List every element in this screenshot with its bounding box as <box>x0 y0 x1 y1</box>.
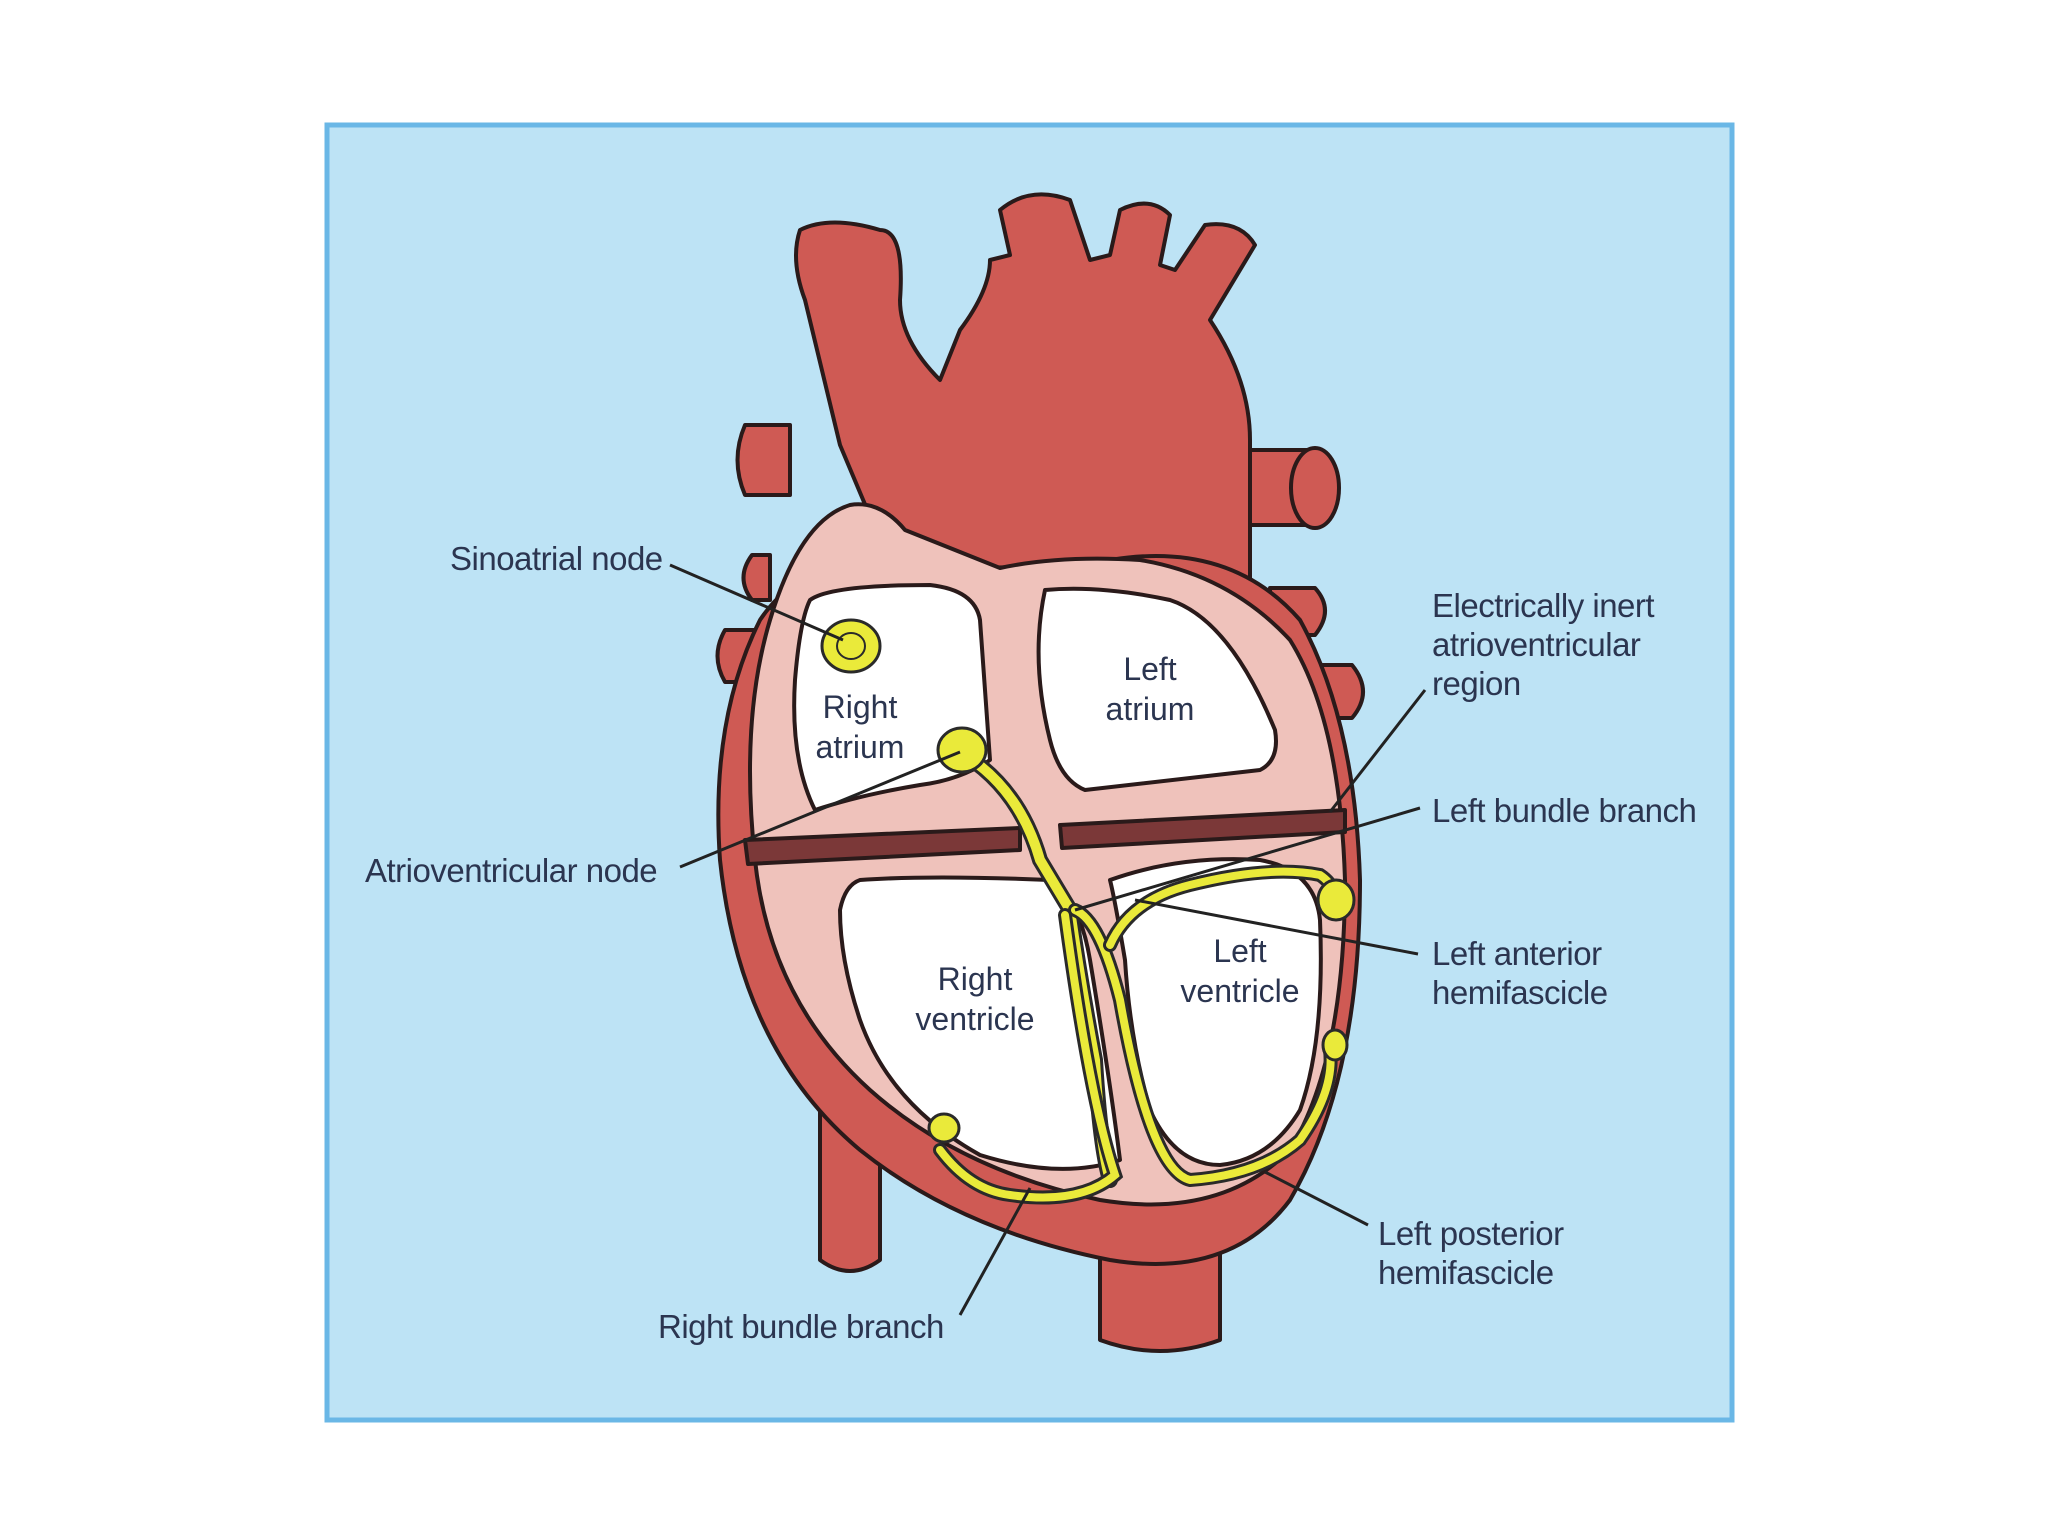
sinoatrial-node-inner <box>836 632 866 660</box>
label-electrically-inert-1: Electrically inert <box>1432 587 1654 624</box>
right-atrium-label-1: Right <box>823 689 898 725</box>
label-left-posterior-2: hemifascicle <box>1378 1254 1554 1291</box>
left-atrium-label-2: atrium <box>1106 691 1195 727</box>
label-atrioventricular-node: Atrioventricular node <box>365 852 657 889</box>
pulmonary-vein-left-2 <box>741 553 772 602</box>
inert-av-band-left <box>743 826 1022 866</box>
chamber-labels: Right atrium Left atrium Right ventricle… <box>816 651 1300 1037</box>
pulmonary-artery-opening <box>1289 446 1341 530</box>
leader-left-posterior <box>1264 1170 1369 1227</box>
left-atrium-label-1: Left <box>1123 651 1176 687</box>
sinoatrial-node-marker <box>820 618 882 674</box>
leader-left-anterior <box>1134 898 1419 956</box>
left-anterior-terminal <box>1316 878 1356 922</box>
label-electrically-inert-2: atrioventricular <box>1432 626 1641 663</box>
label-left-anterior-2: hemifascicle <box>1432 974 1608 1011</box>
leader-av-node <box>679 750 961 869</box>
callout-labels: Sinoatrial node Electrically inert atrio… <box>365 540 1697 1345</box>
right-ventricle-label-2: ventricle <box>915 1001 1034 1037</box>
label-sinoatrial-node: Sinoatrial node <box>450 540 663 577</box>
left-ventricle-label-2: ventricle <box>1180 973 1299 1009</box>
right-ventricle-label-1: Right <box>938 961 1013 997</box>
leader-left-bundle <box>1074 806 1421 912</box>
atrioventricular-node-marker <box>936 726 988 774</box>
left-bundle-branch-path <box>1071 906 1335 1185</box>
left-ventricle-chamber <box>1108 857 1323 1167</box>
right-bundle-terminal <box>927 1112 961 1144</box>
leader-sinoatrial <box>669 563 844 642</box>
leader-inert-region <box>1328 689 1427 813</box>
label-left-posterior-1: Left posterior <box>1378 1215 1564 1252</box>
conduction-system <box>820 618 1356 1205</box>
label-left-bundle-branch: Left bundle branch <box>1432 792 1696 829</box>
left-ventricle-label-1: Left <box>1213 933 1266 969</box>
inert-av-band-right <box>1058 808 1347 850</box>
label-left-anterior-1: Left anterior <box>1432 935 1602 972</box>
right-atrium-label-2: atrium <box>816 729 905 765</box>
label-electrically-inert-3: region <box>1432 665 1521 702</box>
label-right-bundle-branch: Right bundle branch <box>658 1308 944 1345</box>
leader-lines <box>669 563 1427 1316</box>
left-posterior-terminal <box>1321 1028 1349 1062</box>
right-bundle-branch-path <box>936 911 1120 1202</box>
leader-right-bundle <box>958 1187 1032 1316</box>
left-atrium-chamber <box>1036 586 1278 792</box>
pulmonary-vein-left-1 <box>735 423 792 497</box>
